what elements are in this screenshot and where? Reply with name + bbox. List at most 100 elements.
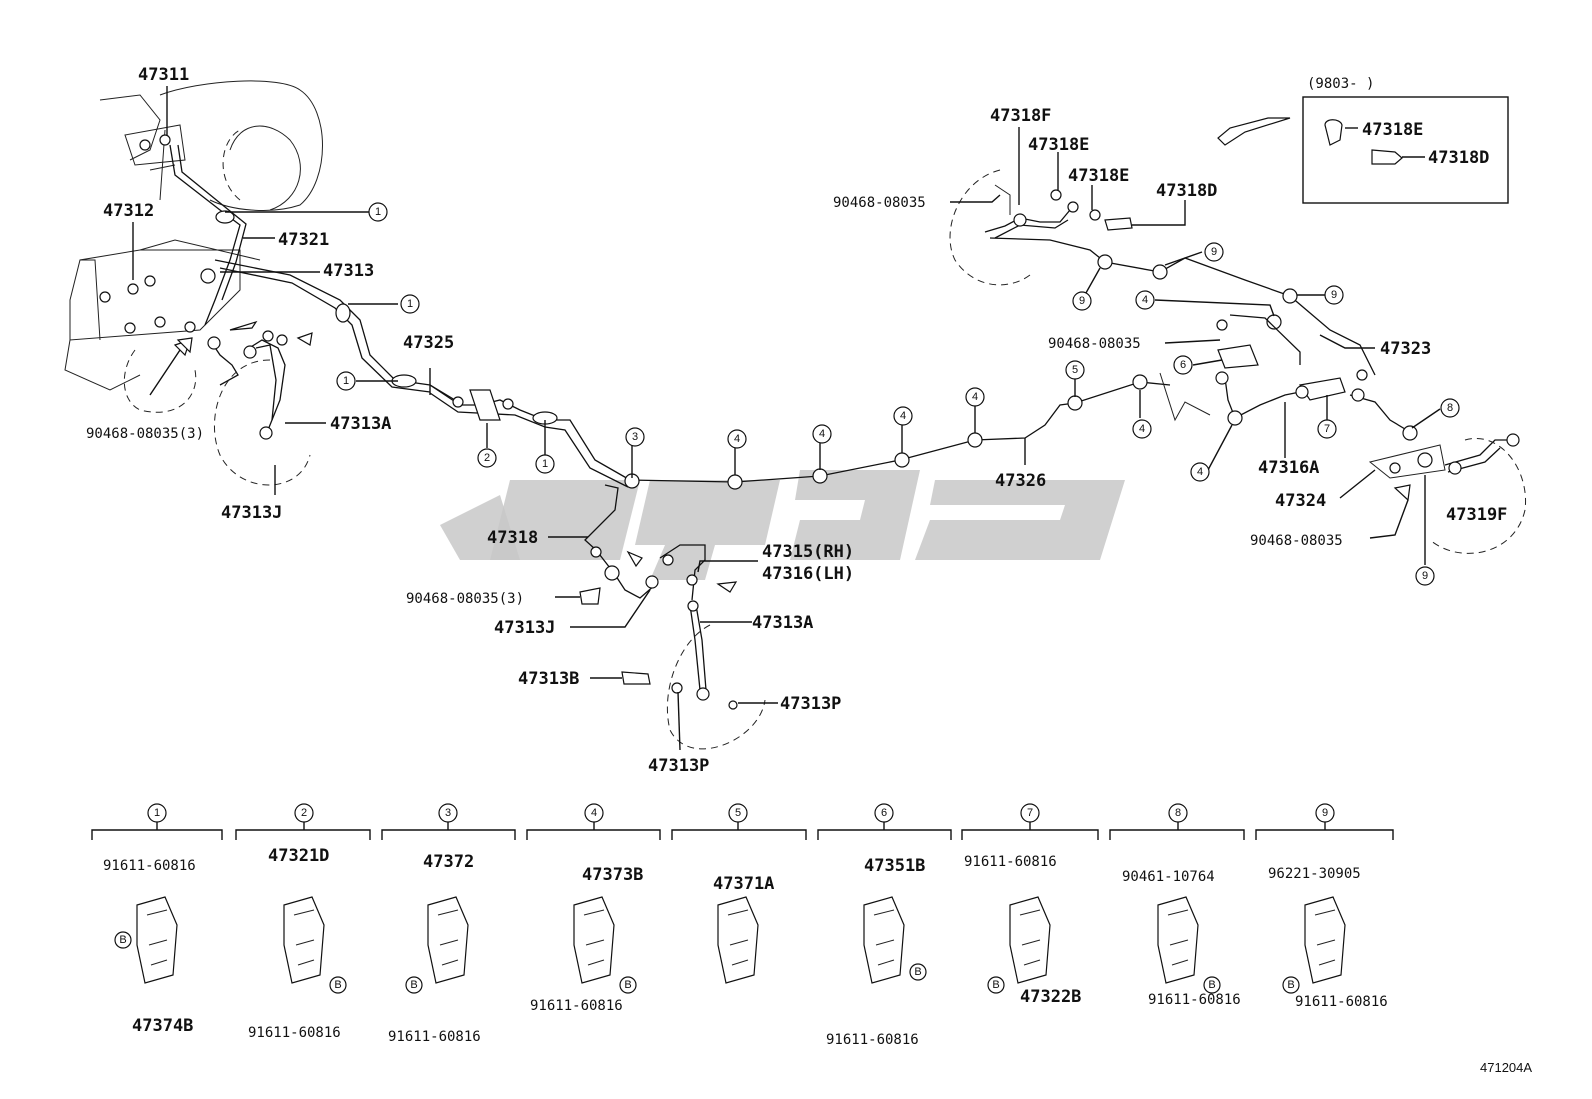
legend-bottom-label: 91611-60816 [248, 1025, 341, 1041]
legend-top-label: 91611-60816 [964, 854, 1057, 870]
svg-text:1: 1 [375, 206, 381, 218]
label-47313A-center: 47313A [752, 613, 813, 633]
legend-number-circle [728, 803, 748, 823]
callout-9: 9 [1415, 566, 1435, 586]
svg-text:B: B [334, 979, 341, 991]
svg-text:B: B [1287, 979, 1294, 991]
legend-bottom-label: 91611-60816 [1295, 994, 1388, 1010]
label-47318E-a: 47318E [1028, 135, 1089, 155]
label-47315RH: 47315(RH) [762, 542, 854, 562]
label-47313B: 47313B [518, 669, 579, 689]
svg-text:9: 9 [1331, 289, 1337, 301]
front-left-hose [176, 320, 313, 486]
leader-lines [132, 86, 1441, 751]
svg-text:3: 3 [632, 431, 638, 443]
legend-bracket [1255, 829, 1394, 840]
label-47313J-center: 47313J [494, 618, 555, 638]
callout-4: 4 [893, 406, 913, 426]
label-47325: 47325 [403, 333, 454, 353]
bolt-marker [1203, 976, 1221, 994]
callout-circles: 1 1 1 2 1 3 4 4 4 4 5 4 9 9 9 4 6 7 8 4 … [336, 202, 1460, 586]
bolt-marker [987, 976, 1005, 994]
legend-bottom-label: 91611-60816 [826, 1032, 919, 1048]
label-47318E-b: 47318E [1068, 166, 1129, 186]
svg-text:B: B [1208, 979, 1215, 991]
label-47326: 47326 [995, 471, 1046, 491]
clamp-legend: 191611-6081647374BB247321D91611-60816B34… [91, 803, 1394, 1048]
legend-number: 4 [591, 807, 597, 819]
label-47313J-left: 47313J [221, 503, 282, 523]
inset-box [1217, 96, 1509, 204]
valve-block-left [64, 239, 261, 413]
svg-text:9: 9 [1211, 246, 1217, 258]
svg-text:1: 1 [343, 375, 349, 387]
callout-8: 8 [1440, 398, 1460, 418]
callout-3: 3 [625, 427, 645, 447]
svg-text:4: 4 [900, 410, 906, 422]
callout-4: 4 [965, 387, 985, 407]
label-47318D: 47318D [1156, 181, 1217, 201]
legend-number-circle [1315, 803, 1335, 823]
svg-text:8: 8 [1447, 402, 1453, 414]
legend-bracket [381, 829, 516, 840]
label-47324: 47324 [1275, 491, 1326, 511]
legend-top-label: 96221-30905 [1268, 866, 1361, 882]
rear-right-assembly [949, 169, 1527, 554]
legend-number: 5 [735, 807, 741, 819]
legend-top-label: 47321D [268, 846, 329, 866]
callout-9: 9 [1072, 291, 1092, 311]
legend-number-circle [1168, 803, 1188, 823]
label-47316LH: 47316(LH) [762, 564, 854, 584]
clamp-drawing [1304, 896, 1346, 984]
label-90468-08035-mid: 90468-08035 [1048, 336, 1141, 352]
svg-text:5: 5 [1072, 364, 1078, 376]
legend-top-label: 47373B [582, 865, 643, 885]
label-47318: 47318 [487, 528, 538, 548]
legend-number: 1 [154, 807, 160, 819]
inset-header: (9803- ) [1307, 76, 1374, 92]
callout-5: 5 [1065, 360, 1085, 380]
pipe-47325 [429, 384, 631, 481]
svg-text:B: B [914, 966, 921, 978]
legend-number: 3 [445, 807, 451, 819]
svg-text:7: 7 [1324, 423, 1330, 435]
bolt-marker [1282, 976, 1300, 994]
legend-top-label: 47371A [713, 874, 774, 894]
callout-1: 1 [400, 294, 420, 314]
svg-text:1: 1 [407, 298, 413, 310]
pipe-47313 [214, 259, 456, 401]
reference-code: 471204A [1480, 1060, 1532, 1075]
legend-number-circle [438, 803, 458, 823]
bolt-marker [405, 976, 423, 994]
bolt-marker [329, 976, 347, 994]
svg-text:4: 4 [1139, 423, 1145, 435]
legend-bottom-label: 47322B [1020, 987, 1081, 1007]
bolt-marker [619, 976, 637, 994]
svg-text:4: 4 [819, 428, 825, 440]
legend-number-circle [584, 803, 604, 823]
legend-bottom-label: 91611-60816 [530, 998, 623, 1014]
svg-text:4: 4 [734, 433, 740, 445]
label-47313P-right: 47313P [780, 694, 841, 714]
legend-top-label: 47372 [423, 852, 474, 872]
callout-2: 2 [477, 448, 497, 468]
svg-text:4: 4 [1197, 466, 1203, 478]
bolt-marker [909, 963, 927, 981]
legend-top-label: 91611-60816 [103, 858, 196, 874]
callout-4: 4 [812, 424, 832, 444]
callout-1: 1 [535, 454, 555, 474]
clamp-drawing [1157, 896, 1199, 984]
svg-text:9: 9 [1422, 570, 1428, 582]
legend-bracket [1109, 829, 1245, 840]
callout-7: 7 [1317, 419, 1337, 439]
label-47311: 47311 [138, 65, 189, 85]
part-labels: 47311 47312 47321 47313 47325 90468-0803… [86, 65, 1507, 776]
legend-number: 2 [301, 807, 307, 819]
svg-text:B: B [992, 979, 999, 991]
bolt-marker [114, 931, 132, 949]
legend-number: 9 [1322, 807, 1328, 819]
